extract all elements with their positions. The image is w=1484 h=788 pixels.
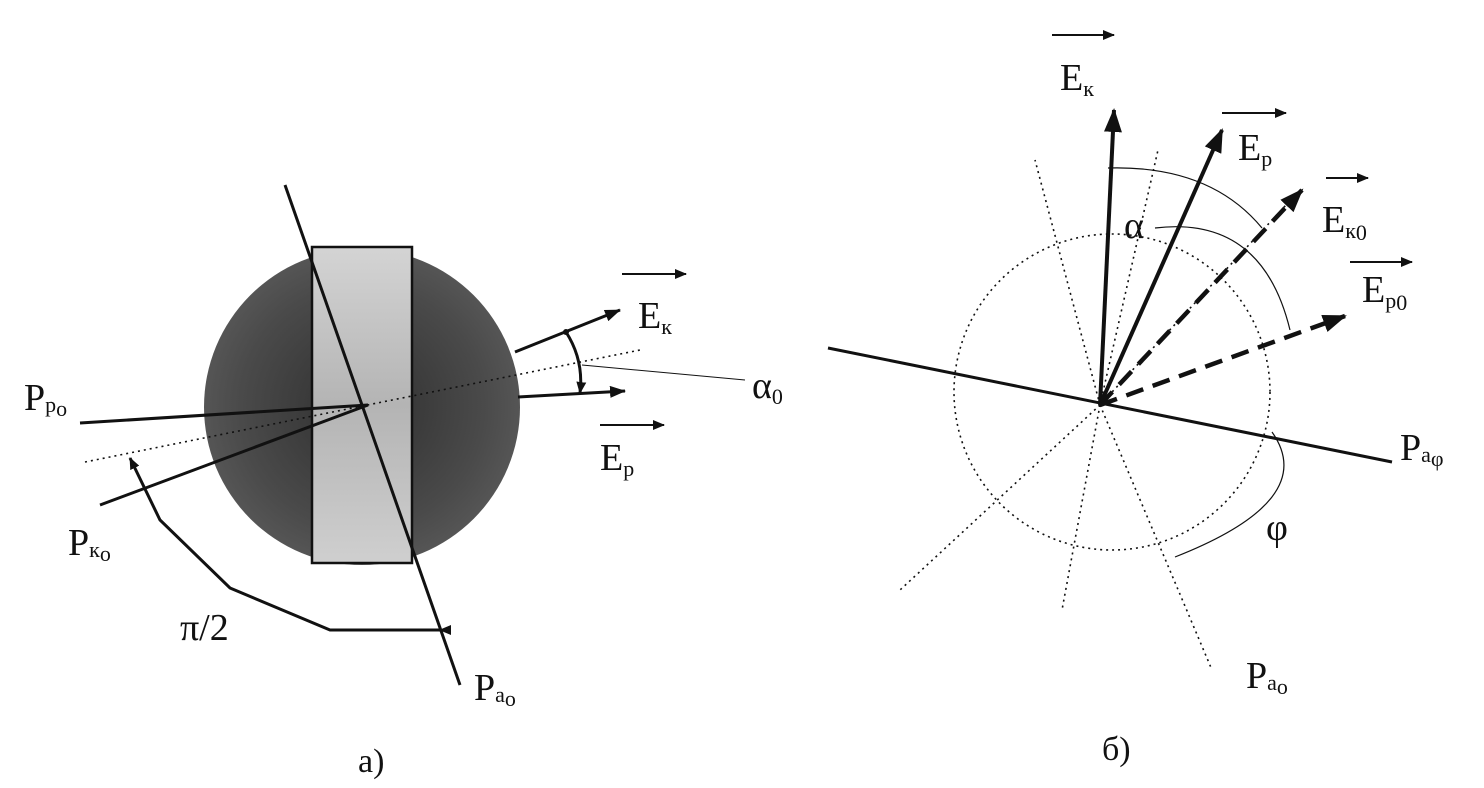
angle-pi2-arc (128, 457, 451, 635)
angle-alpha-arc-2 (1154, 226, 1291, 331)
label-pa-phi: Paφ (1400, 427, 1444, 471)
field-vector-ep-arrow (517, 385, 626, 399)
label-ek-b: Eк (1060, 57, 1094, 101)
dotted-ray-5 (1099, 404, 1213, 671)
label-epo: Ep0 (1362, 269, 1407, 315)
label-pao-b: Pao (1246, 655, 1288, 699)
panel-a: Eк Ep α0 Pрo Pкo π/2 Pao а) (24, 184, 783, 780)
reference-dotted-line (84, 349, 641, 463)
analyzer-axis-phi-line (827, 346, 1393, 464)
vector-ep (1098, 128, 1224, 406)
vector-ek (1098, 108, 1122, 406)
dotted-ray-2 (1099, 149, 1159, 406)
panel-b: Eк Ep Eк0 Ep0 α Paφ φ Pao б) (827, 30, 1444, 768)
polarizer-axis-pro-line (79, 403, 369, 425)
label-pao: Pao (474, 667, 516, 711)
label-phi: φ (1266, 507, 1288, 549)
label-pro: Pрo (24, 377, 67, 421)
dotted-ray-4 (1061, 404, 1101, 611)
caption-a: а) (358, 743, 384, 780)
caption-b: б) (1102, 731, 1131, 768)
dotted-ray-1 (1034, 159, 1101, 406)
dotted-ray-3 (899, 404, 1101, 591)
vector-eko (1098, 188, 1304, 407)
vector-epo (1099, 313, 1347, 408)
angle-alpha0-tick (563, 329, 569, 335)
dotted-ray-6 (1099, 189, 1301, 406)
angle-phi-arc (1174, 431, 1285, 558)
reference-dotted-circle (953, 233, 1271, 551)
label-ep: Ep (600, 437, 634, 481)
label-alpha0: α0 (752, 365, 783, 409)
label-ep-b: Ep (1238, 127, 1272, 171)
label-eko: Eк0 (1322, 199, 1367, 245)
label-pi2: π/2 (180, 607, 229, 649)
angle-alpha0-arc (564, 331, 587, 394)
label-alpha: α (1124, 205, 1144, 247)
label-ek: Eк (638, 295, 672, 339)
label-pko: Pкo (68, 522, 111, 566)
alpha0-leader-line (581, 364, 746, 381)
